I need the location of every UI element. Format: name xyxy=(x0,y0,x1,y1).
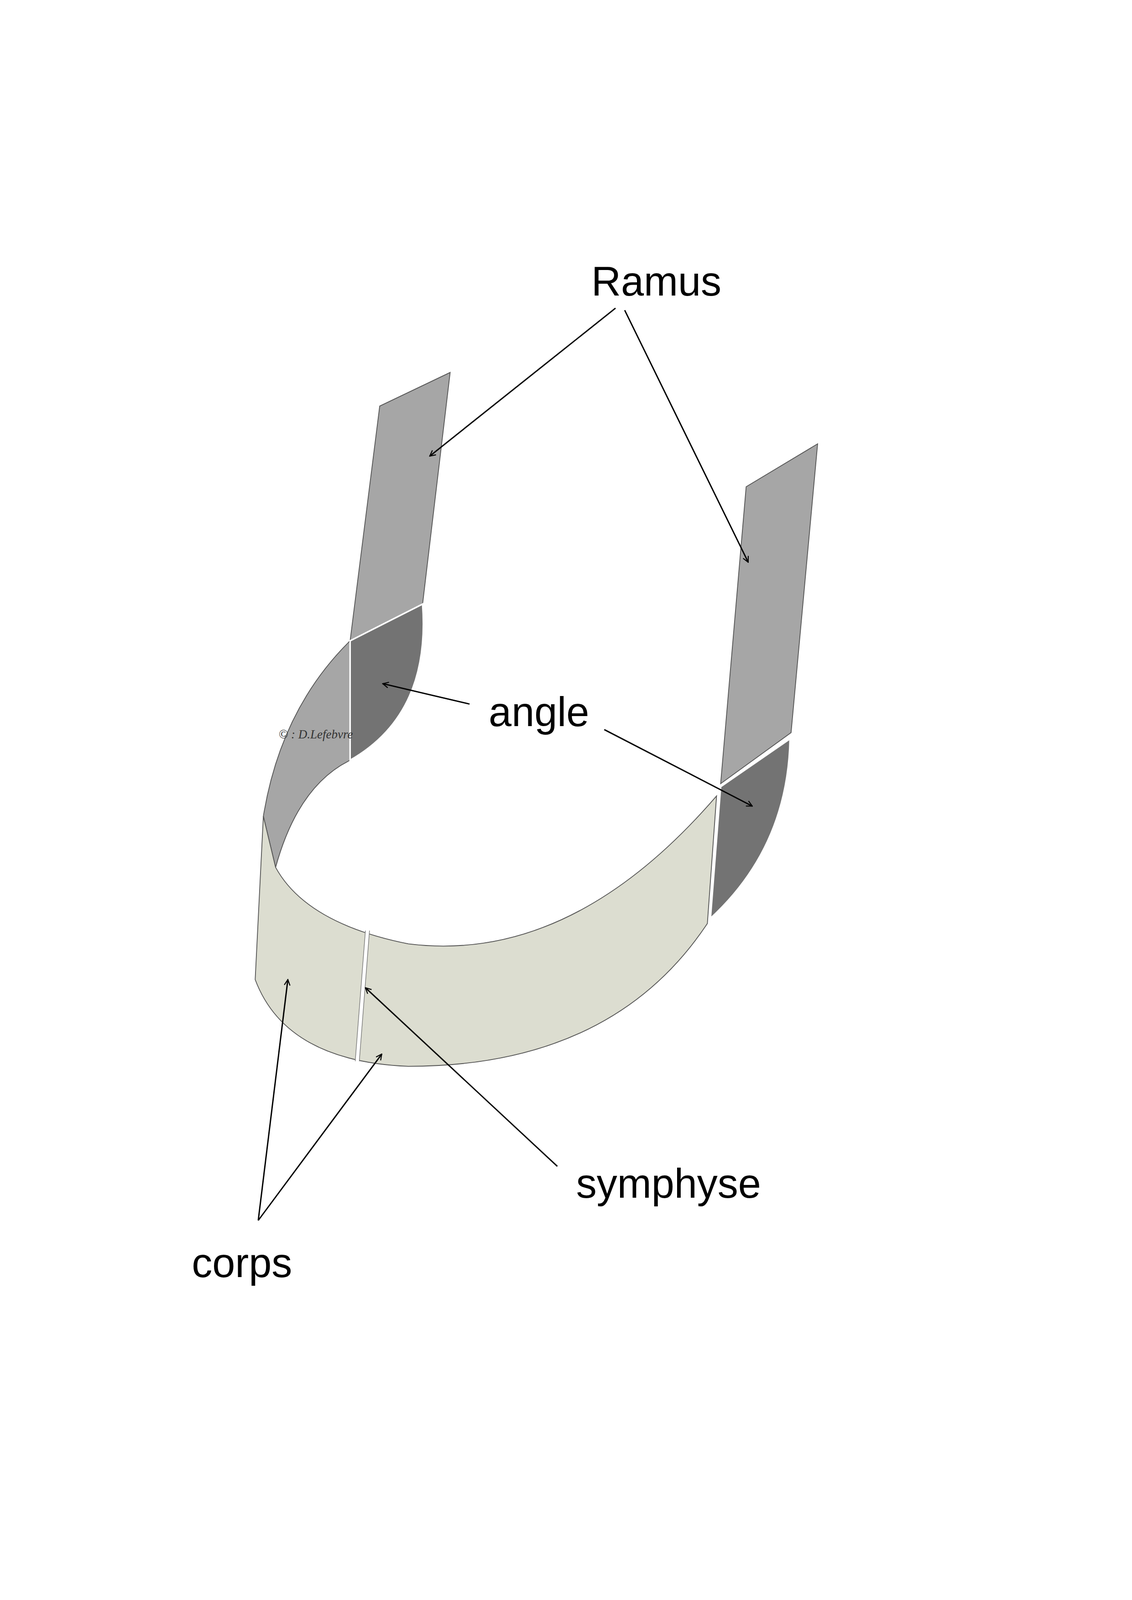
part-label: Ramus xyxy=(591,259,722,305)
mandible-body xyxy=(255,796,717,1067)
leader-line xyxy=(258,980,288,1221)
left-ramus xyxy=(349,372,450,642)
leader-line xyxy=(365,988,558,1168)
leader-line xyxy=(624,310,749,563)
symphysis-edges xyxy=(355,930,370,1062)
leader-line xyxy=(382,683,470,705)
right-angle xyxy=(710,739,790,919)
right-ramus xyxy=(720,443,818,784)
watermark: © : D.Lefebvre xyxy=(278,728,354,742)
leader-line xyxy=(429,308,616,457)
part-label: angle xyxy=(488,689,590,736)
part-label: corps xyxy=(191,1241,293,1287)
left-angle xyxy=(349,604,423,761)
leader-line xyxy=(604,730,752,807)
leader-line xyxy=(258,1054,382,1221)
left-angle-outer xyxy=(263,641,350,868)
part-label: symphyse xyxy=(576,1161,762,1207)
symphysis-line xyxy=(357,930,368,1062)
